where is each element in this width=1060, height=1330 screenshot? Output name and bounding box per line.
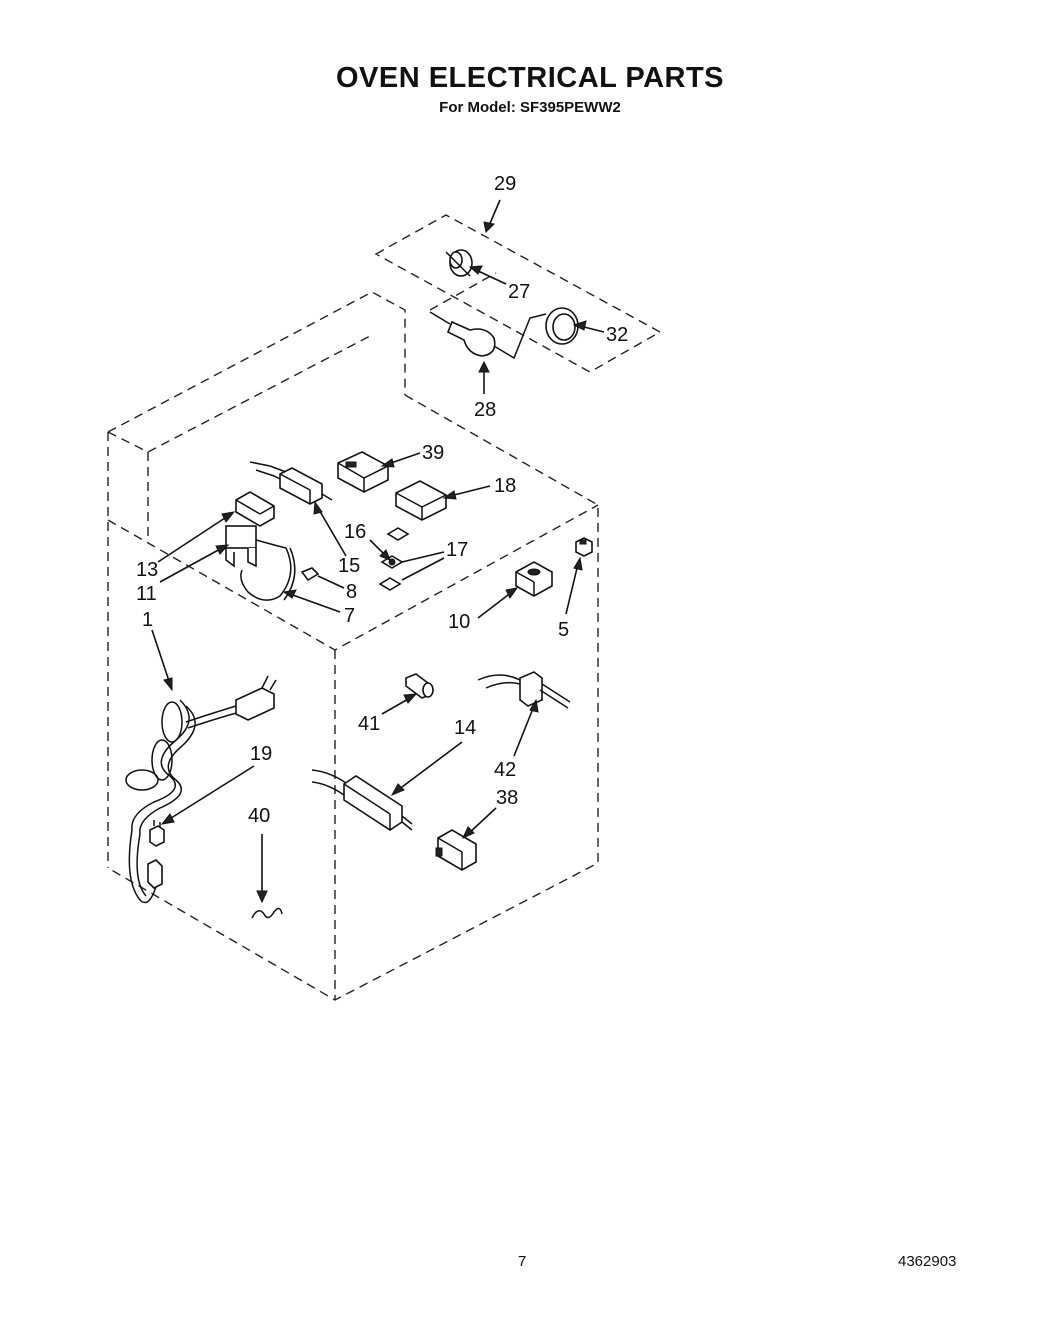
bracket-part <box>395 480 447 521</box>
callout-32: 32 <box>606 324 628 346</box>
callout-7: 7 <box>344 605 355 627</box>
callout-39: 39 <box>422 442 444 464</box>
callout-28: 28 <box>474 399 496 421</box>
light-assembly-box <box>374 214 662 373</box>
callout-15: 15 <box>338 555 360 577</box>
sensor-bottom-part <box>311 769 413 831</box>
callout-8: 8 <box>346 581 357 603</box>
plug-part <box>149 820 165 847</box>
callout-29: 29 <box>494 173 516 195</box>
page-number: 7 <box>518 1253 527 1270</box>
document-number: 4362903 <box>898 1253 957 1270</box>
mounting-plate-part <box>235 491 275 527</box>
sensor-part <box>405 673 434 699</box>
callout-14: 14 <box>454 717 476 739</box>
light-socket-part <box>445 249 473 277</box>
callout-42: 42 <box>494 759 516 781</box>
light-bulb-part <box>429 311 547 360</box>
light-lens-part <box>545 307 579 345</box>
callout-10: 10 <box>448 611 470 633</box>
power-cord-part <box>125 675 277 904</box>
spring-clip-part <box>251 907 283 919</box>
cabinet-outline <box>107 291 599 1001</box>
callout-19: 19 <box>250 743 272 765</box>
callout-1: 1 <box>142 609 153 631</box>
callout-17: 17 <box>446 539 468 561</box>
sensor-top-part <box>249 461 333 505</box>
door-switch-part <box>435 829 477 871</box>
callout-13: 13 <box>136 559 158 581</box>
callout-16: 16 <box>344 521 366 543</box>
callout-27: 27 <box>508 281 530 303</box>
relay-part <box>225 525 287 568</box>
callout-38: 38 <box>496 787 518 809</box>
callout-labels: 29 27 32 28 39 18 16 17 13 15 11 8 1 7 1… <box>136 173 628 827</box>
callout-41: 41 <box>358 713 380 735</box>
callout-11: 11 <box>136 583 157 605</box>
igniter-part <box>477 671 571 709</box>
model-subtitle: For Model: SF395PEWW2 <box>439 99 621 116</box>
switch-block-part <box>337 451 389 493</box>
callout-5: 5 <box>558 619 569 641</box>
small-switch-part <box>575 537 593 557</box>
wire-harness-part <box>240 547 296 601</box>
page-title: OVEN ELECTRICAL PARTS <box>335 62 725 94</box>
thermostat-parts <box>378 527 410 591</box>
callout-40: 40 <box>248 805 270 827</box>
callout-18: 18 <box>494 475 516 497</box>
leader-lines <box>151 199 605 904</box>
terminal-block-part <box>515 561 553 597</box>
clip-part <box>300 567 320 582</box>
